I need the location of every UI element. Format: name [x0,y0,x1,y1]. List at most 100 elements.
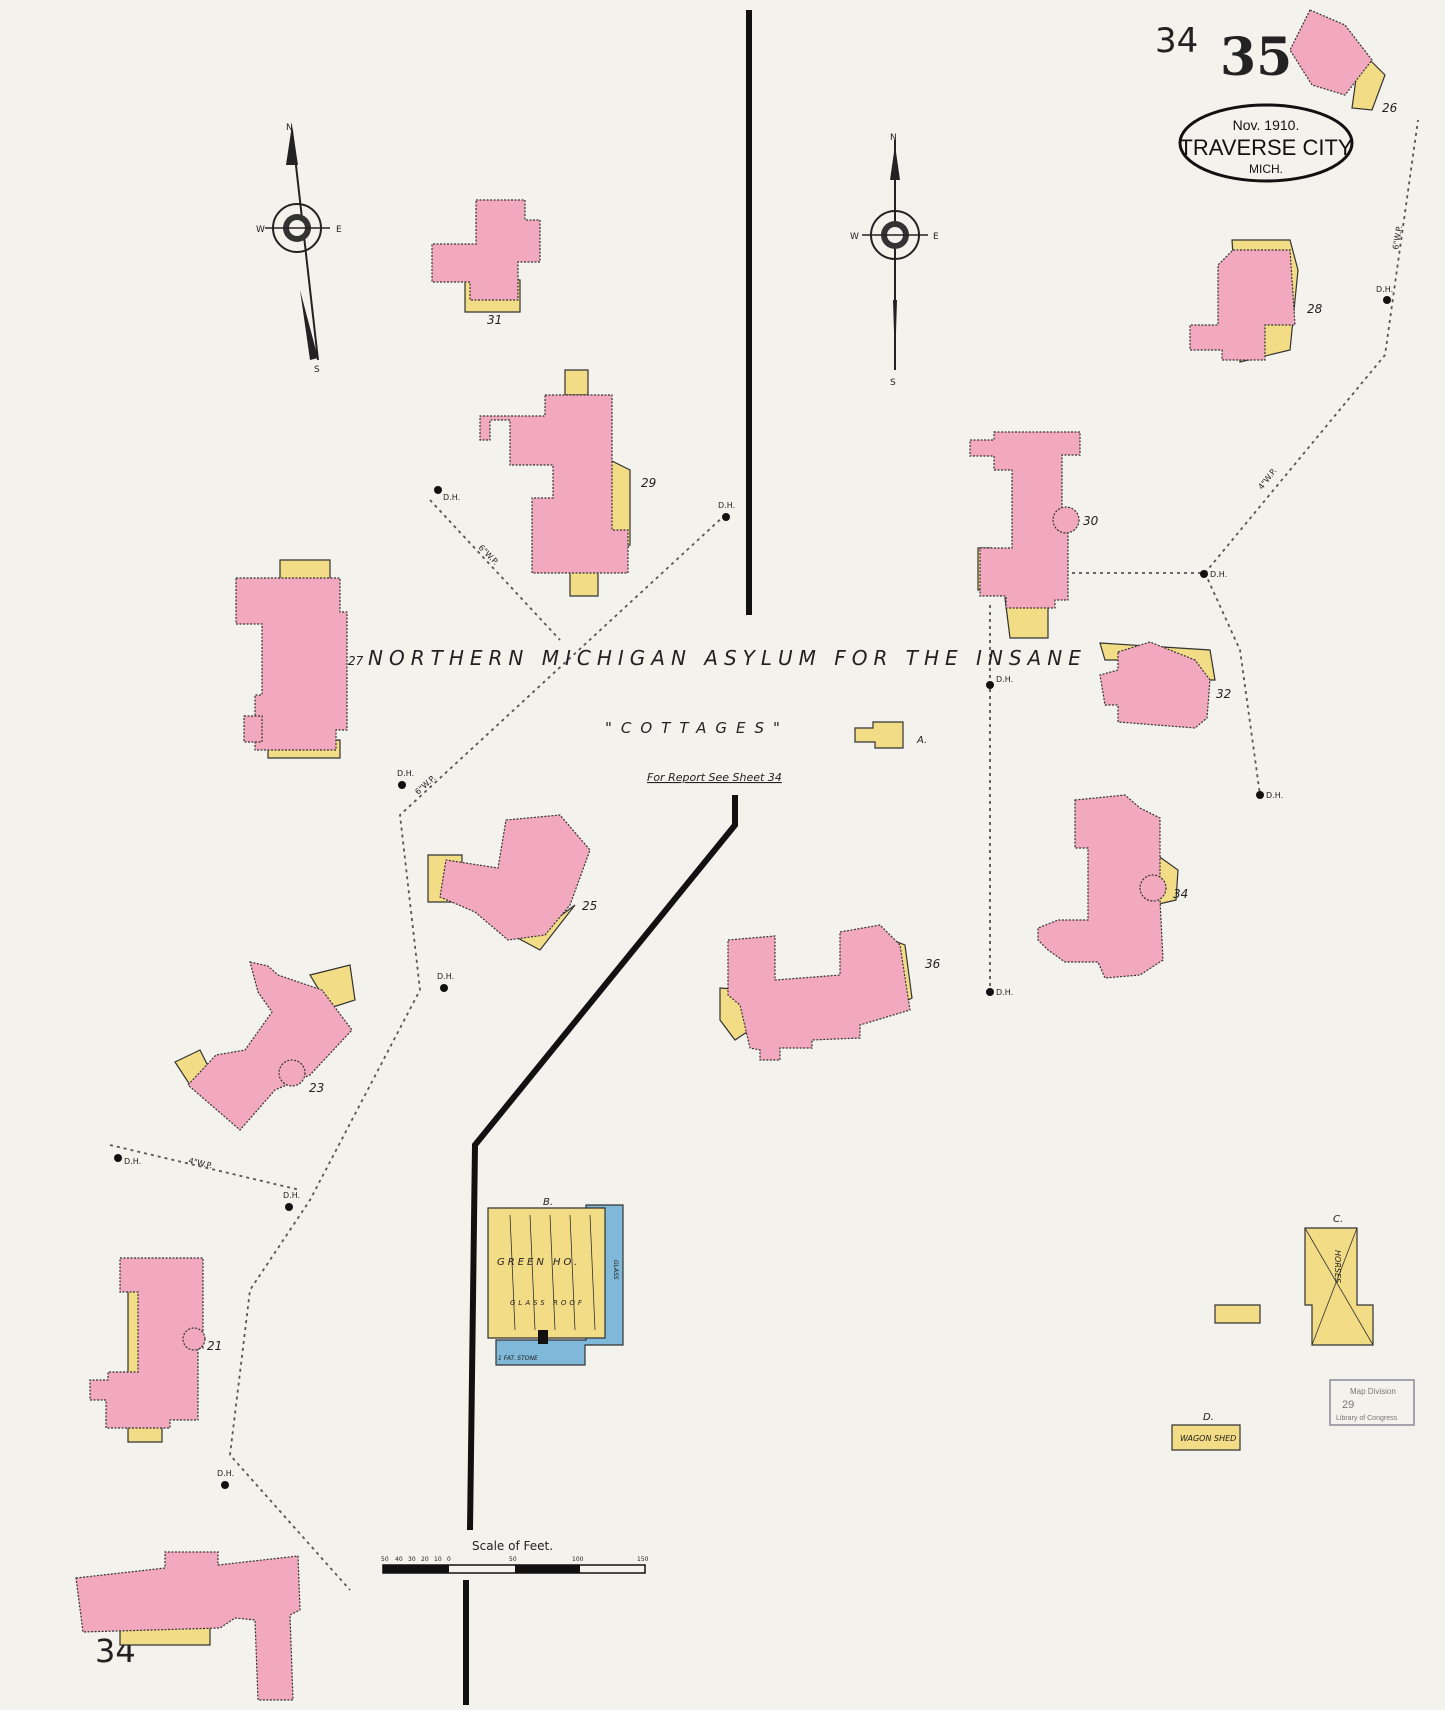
svg-text:1 FAT. STONE: 1 FAT. STONE [498,1355,538,1362]
svg-text:GLASS ROOF: GLASS ROOF [510,1299,585,1307]
svg-text:HORSES: HORSES [1333,1250,1342,1283]
pipe-label: 4"W.P. [188,1156,214,1170]
hydrant [1383,296,1391,304]
svg-text:40: 40 [395,1556,403,1563]
svg-text:30: 30 [1083,514,1099,528]
svg-text:50: 50 [381,1556,389,1563]
svg-text:C.: C. [1333,1214,1343,1225]
building-28: 28 [1189,239,1323,363]
svg-text:D.H.: D.H. [397,769,414,778]
svg-text:E: E [933,232,939,242]
report-note: For Report See Sheet 34 [647,771,782,784]
svg-text:30: 30 [408,1556,416,1563]
hydrant [986,681,994,689]
svg-text:34: 34 [1173,887,1188,901]
building-29: 29 [479,369,656,597]
scale-of-feet: Scale of Feet. 50 40 30 20 10 0 50 100 1… [381,1539,649,1574]
svg-text:Library of Congress: Library of Congress [1336,1415,1398,1422]
svg-text:N: N [890,133,897,143]
hydrant [114,1154,122,1162]
svg-text:D.H.: D.H. [1210,570,1227,579]
svg-text:32: 32 [1216,687,1231,701]
svg-text:28: 28 [1307,302,1323,316]
svg-text:A.: A. [916,735,927,746]
building-21: 21 [89,1257,222,1443]
svg-text:GLASS: GLASS [612,1260,619,1280]
building-32: 32 [1099,641,1231,729]
svg-text:10: 10 [434,1556,442,1563]
svg-text:TRAVERSE CITY: TRAVERSE CITY [1179,135,1353,160]
svg-text:D.H.: D.H. [443,493,460,502]
hydrant [440,984,448,992]
building-27: 27 [235,559,364,759]
svg-text:S: S [890,378,896,388]
hydrant [722,513,730,521]
building-34: 34 [1037,794,1188,979]
svg-text:26: 26 [1382,101,1398,115]
svg-text:Map Division: Map Division [1350,1387,1396,1396]
svg-text:Nov. 1910.: Nov. 1910. [1233,117,1300,133]
svg-text:N: N [286,123,293,133]
compass-rose-left: N S E W [256,123,342,375]
svg-text:D.H.: D.H. [283,1191,300,1200]
building-36: 36 [719,924,941,1061]
svg-text:WAGON SHED: WAGON SHED [1180,1434,1236,1443]
water-pipes [109,119,1419,1591]
hydrant [1256,791,1264,799]
wagon-shed-d: D. WAGON SHED [1171,1412,1241,1451]
sheet-number: 35 [1220,27,1292,88]
svg-text:D.H.: D.H. [996,675,1013,684]
svg-text:S: S [314,365,320,375]
svg-text:D.H.: D.H. [718,501,735,510]
building-bottom-left [75,1551,301,1701]
building-31: 31 [431,199,541,327]
svg-text:D.H.: D.H. [217,1469,234,1478]
svg-text:GREEN HO.: GREEN HO. [497,1257,580,1268]
svg-text:21: 21 [207,1339,222,1353]
outbuilding-a: A. [854,721,927,749]
small-shed [1214,1304,1261,1324]
svg-text:50: 50 [509,1556,517,1563]
svg-text:D.H.: D.H. [996,988,1013,997]
svg-text:MICH.: MICH. [1249,162,1283,176]
svg-text:Scale of Feet.: Scale of Feet. [472,1539,553,1553]
svg-text:36: 36 [925,957,941,971]
compass-rose-right: N S E W [850,133,939,388]
svg-text:29: 29 [641,476,656,490]
building-23: 23 [174,961,356,1131]
svg-text:25: 25 [582,899,597,913]
prev-sheet-number: 34 [1155,21,1198,61]
hydrants: D.H. D.H. D.H. D.H. D.H. D.H. D.H. D.H. … [114,285,1393,1489]
svg-text:W: W [256,225,265,235]
svg-text:31: 31 [487,313,502,327]
svg-text:W: W [850,232,859,242]
hydrant [285,1203,293,1211]
svg-text:29: 29 [1342,1399,1354,1411]
svg-text:D.: D. [1203,1412,1214,1423]
hydrant [221,1481,229,1489]
hydrant [1200,570,1208,578]
greenhouse-b: B. GREEN HO. GLASS ROOF 1 FAT. STONE GLA… [487,1197,624,1366]
pipe-label: 6"W.P. [1391,225,1404,251]
svg-text:150: 150 [637,1556,649,1563]
svg-text:D.H.: D.H. [124,1157,141,1166]
subtitle: "COTTAGES" [605,719,789,737]
road [463,10,752,1705]
building-26: 26 [1289,9,1398,115]
hydrant [434,486,442,494]
stable-c: C. HORSES [1304,1214,1374,1346]
svg-text:20: 20 [421,1556,429,1563]
svg-text:23: 23 [309,1081,324,1095]
svg-text:D.H.: D.H. [1266,791,1283,800]
hydrant [398,781,406,789]
svg-text:E: E [336,225,342,235]
svg-text:100: 100 [572,1556,584,1563]
main-title: NORTHERN MICHIGAN ASYLUM FOR THE INSANE [368,646,1087,670]
title-stamp: Nov. 1910. TRAVERSE CITY MICH. [1178,103,1354,183]
svg-text:0: 0 [447,1556,451,1563]
svg-text:27: 27 [348,654,364,668]
building-30: 30 [969,431,1099,639]
pipe-label: 4"W.P. [1256,466,1278,491]
svg-text:D.H.: D.H. [437,972,454,981]
